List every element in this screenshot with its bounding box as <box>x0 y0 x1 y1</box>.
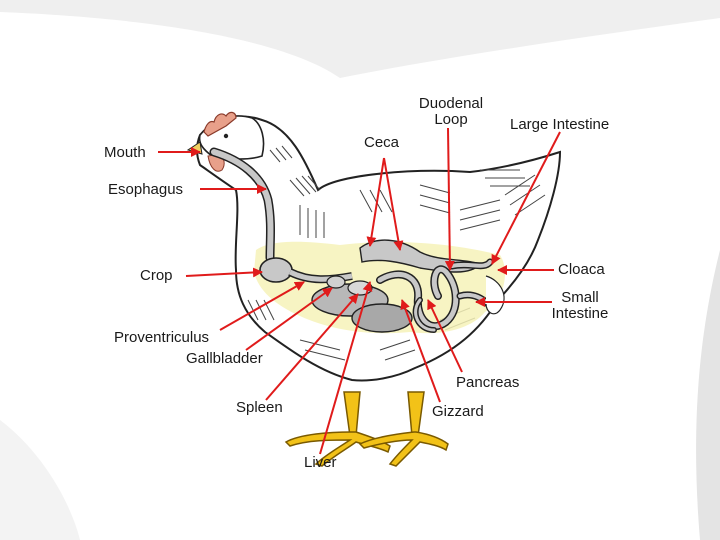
legs-feet <box>284 391 449 467</box>
crop-arrow <box>185 267 263 278</box>
label-duodenal-loop-line2: Loop <box>434 111 468 128</box>
backdrop-swoosh-right <box>696 250 720 540</box>
backdrop-corner-left <box>0 420 80 540</box>
gizzard-organ <box>351 303 413 333</box>
label-liver: Liver <box>304 454 337 471</box>
eye-icon <box>223 133 229 139</box>
label-small-intestine-line1: Small <box>561 289 599 306</box>
gallbladder-organ <box>326 275 346 289</box>
large-intestine-arrow <box>491 131 561 265</box>
label-esophagus: Esophagus <box>108 181 184 198</box>
comb-icon <box>203 111 237 137</box>
gallbladder-arrow <box>245 287 333 351</box>
ceca-arrow-2 <box>383 157 404 251</box>
label-duodenal-loop-line1: Duodenal <box>418 95 484 112</box>
proventriculus-tube <box>288 269 353 282</box>
liver-arrow <box>319 281 373 455</box>
pancreas-arrow <box>427 299 463 373</box>
label-large-intestine: Large Intestine <box>510 116 610 133</box>
label-mouth: Mouth <box>104 144 146 161</box>
label-pancreas: Pancreas <box>456 374 520 391</box>
ceca-arrow-1 <box>366 157 385 247</box>
label-gizzard: Gizzard <box>432 403 484 420</box>
label-proventriculus: Proventriculus <box>114 329 210 346</box>
proventriculus-arrow <box>219 281 305 331</box>
backdrop-swoosh-top <box>0 0 720 78</box>
label-ceca: Ceca <box>364 134 400 151</box>
label-cloaca: Cloaca <box>558 261 605 278</box>
duodenal-loop-arrow <box>444 127 455 271</box>
label-spleen: Spleen <box>236 399 283 416</box>
label-crop: Crop <box>140 267 173 284</box>
vent-fluff <box>485 275 505 315</box>
label-gallbladder: Gallbladder <box>186 350 263 367</box>
spleen-arrow <box>265 293 359 401</box>
label-small-intestine-line2: Intestine <box>551 305 609 322</box>
gizzard-arrow <box>400 299 441 403</box>
crop-organ <box>259 257 293 283</box>
